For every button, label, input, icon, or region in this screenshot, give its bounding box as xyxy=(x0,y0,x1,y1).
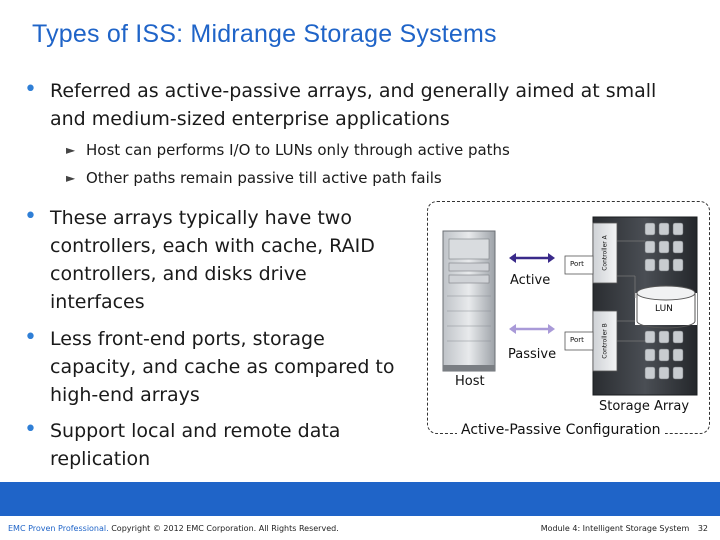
host-label: Host xyxy=(455,374,485,389)
slide-title: Types of ISS: Midrange Storage Systems xyxy=(32,20,497,48)
sub-bullet-1: Host can performs I/O to LUNs only throu… xyxy=(86,141,510,159)
footer-brand: EMC Proven Professional. xyxy=(8,524,109,533)
sub-bullet-arrow-icon: ► xyxy=(66,171,76,185)
bullet-1-line-1: Referred as active-passive arrays, and g… xyxy=(50,80,657,102)
active-passive-diagram: Port Port Controller A Controller B LUN … xyxy=(427,201,710,438)
bullet-4-line-1: Support local and remote data xyxy=(50,420,341,442)
bullet-2-line-4: interfaces xyxy=(50,291,145,313)
controller-a-box xyxy=(564,222,618,284)
bullet-marker: • xyxy=(24,417,37,442)
bullet-3-line-1: Less front-end ports, storage xyxy=(50,328,325,350)
footer-copyright-text: Copyright © 2012 EMC Corporation. All Ri… xyxy=(111,524,339,533)
bullet-marker: • xyxy=(24,77,37,102)
footer-copyright: EMC Proven Professional. Copyright © 201… xyxy=(8,524,339,533)
bullet-2-line-1: These arrays typically have two xyxy=(50,207,352,229)
controller-a-label: Controller A xyxy=(601,235,609,271)
bullet-marker: • xyxy=(24,325,37,350)
footer-strip xyxy=(0,516,720,540)
footer-module: Module 4: Intelligent Storage System xyxy=(540,524,690,533)
passive-path-arrow xyxy=(509,324,555,334)
sub-bullet-2: Other paths remain passive till active p… xyxy=(86,169,442,187)
controller-b-box xyxy=(564,310,618,372)
footer-module-info: Module 4: Intelligent Storage System 32 xyxy=(541,524,708,533)
storage-array-label: Storage Array xyxy=(599,399,690,414)
diagram-graphics xyxy=(442,216,698,396)
controller-b-label: Controller B xyxy=(601,323,609,359)
port-a-label: Port xyxy=(570,260,584,268)
diagram-caption: Active-Passive Configuration xyxy=(457,422,665,438)
bullet-3-line-3: high-end arrays xyxy=(50,384,200,406)
lun-label: LUN xyxy=(655,304,673,314)
bullet-marker: • xyxy=(24,204,37,229)
bullet-2-line-3: controllers, and disks drive xyxy=(50,263,307,285)
passive-label: Passive xyxy=(508,347,557,362)
port-b-label: Port xyxy=(570,336,584,344)
bullet-2-line-2: controllers, each with cache, RAID xyxy=(50,235,375,257)
active-label: Active xyxy=(510,273,551,288)
host-server-icon xyxy=(442,230,496,372)
active-path-arrow xyxy=(509,253,555,263)
bullet-1-line-2: and medium-sized enterprise applications xyxy=(50,108,450,130)
bullet-4-line-2: replication xyxy=(50,448,151,470)
sub-bullet-arrow-icon: ► xyxy=(66,143,76,157)
footer-page-number: 32 xyxy=(697,524,708,533)
bullet-3-line-2: capacity, and cache as compared to xyxy=(50,356,395,378)
